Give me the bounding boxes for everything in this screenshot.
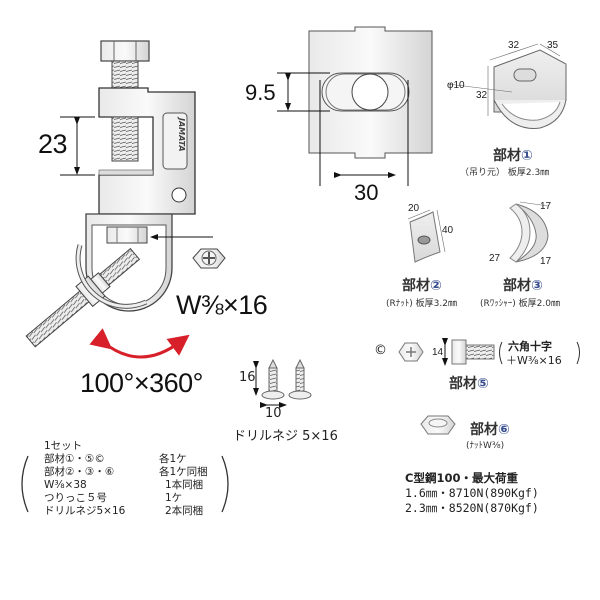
part5-title: 部材⑤ [449,376,489,392]
beam-clamp-illustration [25,40,226,359]
part2-title: 部材② [402,278,442,294]
part6-subtitle: (ﾅｯﾄW⅜) [466,441,505,451]
part2-dim-a: 20 [408,203,420,214]
part1-bracket-illustration [447,43,567,129]
part2-dim-b: 40 [442,225,454,236]
part2-subtitle: (Rﾅｯﾄ) 板厚3.2㎜ [386,299,457,309]
bolt-size-label: W⅜×16 [176,290,268,320]
drill-screw-label: ドリルネジ 5×16 [233,429,338,444]
part1-dim-phi: φ10 [447,80,465,91]
left-paren [21,455,29,513]
part1-dim-b: 35 [547,40,559,51]
slot-height-dimension: 9.5 [245,80,276,105]
part3-rwasher-illustration [509,201,549,263]
part5-marker: © [374,343,387,358]
slot-detail-illustration [277,26,433,186]
part5-dim: 14 [432,347,444,358]
part2-rnut-illustration [407,209,446,263]
load-spec-line: 1.6㎜・8710N(890Kgf) [405,486,539,500]
part3-dim-c: 27 [489,253,501,264]
set-header: 1セット [44,440,83,452]
drill-screw-length: 16 [239,370,256,385]
drill-screw-illustration [253,358,312,408]
brand-logo: JAMATA [177,118,186,152]
part1-dim-c: 32 [476,90,488,101]
part1-dim-a: 32 [508,40,520,51]
part3-title: 部材③ [503,278,543,294]
rotation-label: 100°×360° [80,368,203,398]
jaw-dimension: 23 [38,129,68,159]
part3-dim-a: 17 [540,201,552,212]
part1-subtitle: （吊り元） 板厚2.3㎜ [460,168,550,178]
set-row: 部材①・⑤©各1ケ [44,453,187,465]
right-paren [221,455,229,513]
part6-nut-illustration [420,415,456,435]
part1-title: 部材① [493,148,533,164]
part5-bolt-illustration [398,338,495,366]
part3-dim-b: 17 [540,256,552,267]
drill-screw-head: 10 [265,406,282,421]
part3-subtitle: (Rﾜｯｼｬｰ) 板厚2.0㎜ [480,299,560,309]
part5-note-line2: ＋W⅜×16 [506,354,562,367]
load-spec: C型鋼100・最大荷重 1.6㎜・8710N(890Kgf) 2.3㎜・8520… [405,471,539,516]
part5-note-line1: 六角十字 [508,340,552,353]
load-spec-title: C型鋼100・最大荷重 [405,471,518,485]
slot-width-dimension: 30 [354,180,379,205]
load-spec-line: 2.3㎜・8520N(870Kgf) [405,501,539,515]
part6-title: 部材⑥ [470,422,510,438]
